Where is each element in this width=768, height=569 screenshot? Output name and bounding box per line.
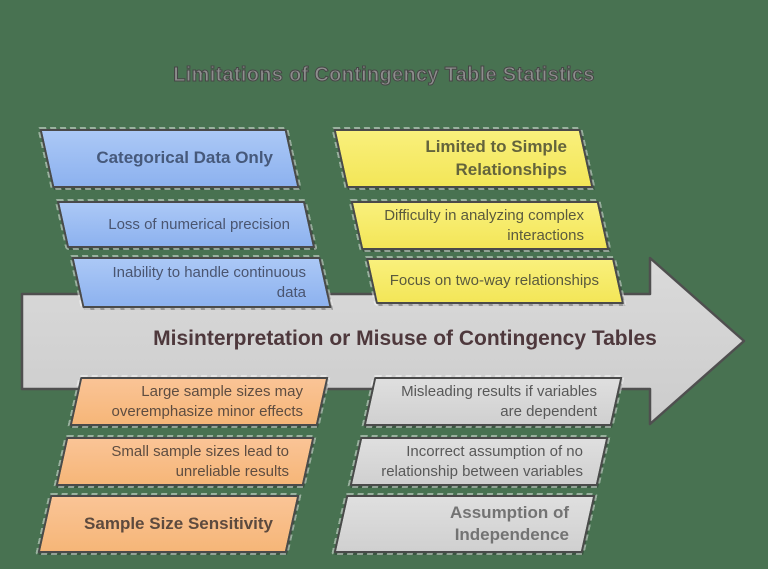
box-loss-of-numerical-precision-label: Loss of numerical precision bbox=[108, 215, 290, 233]
box-inability-continuous-data-label: Inability to handle continuous data bbox=[112, 263, 306, 301]
box-categorical-data-only-label: Categorical Data Only bbox=[96, 148, 273, 168]
box-large-sample-sizes: Large sample sizes may overemphasize min… bbox=[67, 375, 331, 428]
box-limited-to-simple-relationships-label: Limited to Simple Relationships bbox=[425, 137, 567, 179]
box-incorrect-assumption-label: Incorrect assumption of no relationship … bbox=[381, 442, 583, 480]
arrow-label: Misinterpretation or Misuse of Contingen… bbox=[153, 327, 657, 350]
box-small-sample-sizes-label: Small sample sizes lead to unreliable re… bbox=[111, 442, 289, 480]
box-large-sample-sizes-label: Large sample sizes may overemphasize min… bbox=[111, 382, 303, 420]
box-incorrect-assumption: Incorrect assumption of no relationship … bbox=[347, 435, 611, 488]
box-misleading-results: Misleading results if variables are depe… bbox=[361, 375, 625, 428]
box-sample-size-sensitivity: Sample Size Sensitivity bbox=[35, 493, 302, 555]
box-limited-to-simple-relationships: Limited to Simple Relationships bbox=[331, 127, 596, 190]
box-focus-two-way-relationships-label: Focus on two-way relationships bbox=[389, 272, 599, 290]
box-sample-size-sensitivity-label: Sample Size Sensitivity bbox=[84, 513, 273, 533]
box-loss-of-numerical-precision: Loss of numerical precision bbox=[54, 199, 318, 250]
box-small-sample-sizes: Small sample sizes lead to unreliable re… bbox=[53, 435, 317, 488]
box-difficulty-complex-interactions-label: Difficulty in analyzing complex interact… bbox=[384, 206, 584, 244]
page-title: Limitations of Contingency Table Statist… bbox=[173, 64, 595, 87]
box-assumption-of-independence: Assumption of Independence bbox=[331, 493, 598, 555]
box-misleading-results-label: Misleading results if variables are depe… bbox=[401, 382, 597, 420]
box-difficulty-complex-interactions: Difficulty in analyzing complex interact… bbox=[348, 199, 612, 252]
box-assumption-of-independence-label: Assumption of Independence bbox=[450, 502, 569, 544]
box-categorical-data-only: Categorical Data Only bbox=[37, 127, 302, 190]
box-inability-continuous-data: Inability to handle continuous data bbox=[69, 255, 334, 310]
box-focus-two-way-relationships: Focus on two-way relationships bbox=[363, 256, 627, 306]
